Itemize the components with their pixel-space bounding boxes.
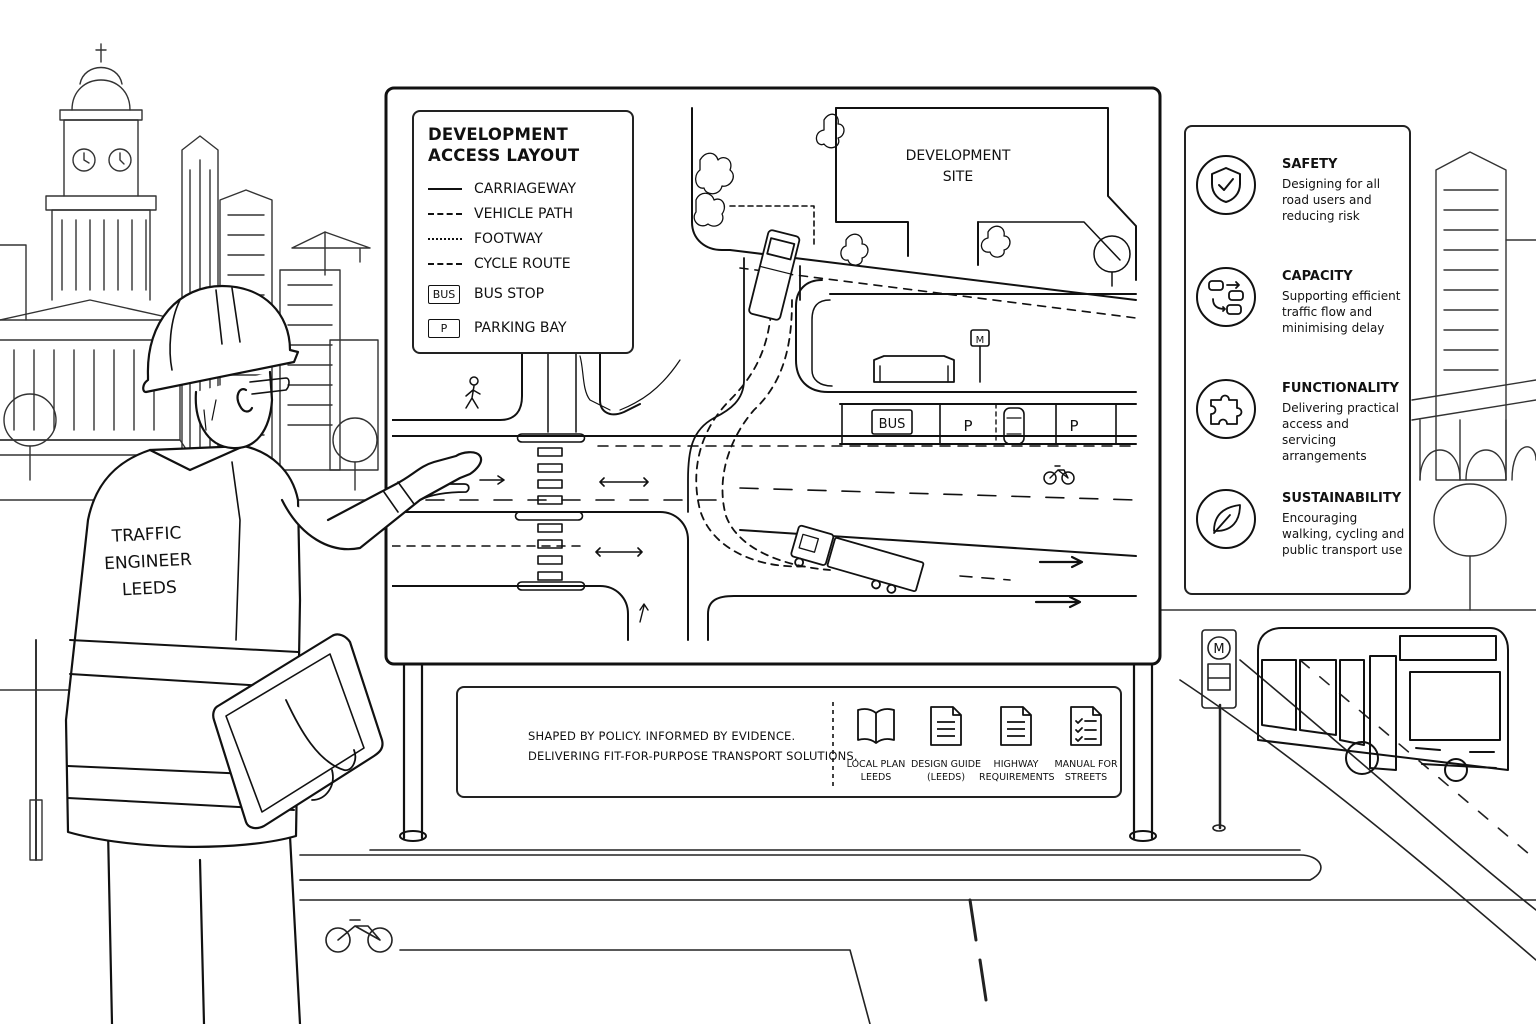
- principle-description: Designing for all road users and reducin…: [1282, 177, 1381, 223]
- reference-label-line1: DESIGN GUIDE: [910, 759, 982, 770]
- legend-item-label: FOOTWAY: [474, 230, 543, 247]
- reference-label-line1: LOCAL PLAN: [846, 759, 906, 770]
- dashed-line-icon: [428, 262, 462, 265]
- legend-item-label: PARKING BAY: [474, 320, 567, 336]
- shield-check-icon: [1196, 155, 1256, 215]
- map-metro-label: M: [976, 335, 985, 346]
- vest-line-3: LEEDS: [121, 577, 178, 601]
- tagline-line-2: DELIVERING FIT-FOR-PURPOSE TRANSPORT SOL…: [528, 749, 858, 763]
- principles-panel: SAFETY Designing for all road users and …: [1184, 125, 1411, 595]
- principle-title: CAPACITY: [1282, 269, 1353, 284]
- legend-item-vehicle-path: VEHICLE PATH: [428, 201, 618, 226]
- legend-title: DEVELOPMENT ACCESS LAYOUT: [428, 125, 580, 165]
- legend-item-parking-bay: P PARKING BAY: [428, 312, 618, 344]
- map-truck: [790, 524, 925, 594]
- footer-divider: [832, 702, 834, 786]
- legend-item-label: CARRIAGEWAY: [474, 180, 577, 197]
- legend-panel: DEVELOPMENT ACCESS LAYOUT CARRIAGEWAY VE…: [412, 110, 634, 354]
- reference-design-guide: DESIGN GUIDE (LEEDS): [909, 704, 983, 784]
- reference-label-line2: REQUIREMENTS: [979, 772, 1055, 783]
- reference-label: HIGHWAY REQUIREMENTS: [979, 758, 1055, 784]
- tagline-line-1: SHAPED BY POLICY. INFORMED BY EVIDENCE.: [528, 729, 796, 743]
- traffic-flow-icon: [1196, 267, 1256, 327]
- reference-label-line2: LEEDS: [860, 772, 892, 783]
- reference-label: DESIGN GUIDE (LEEDS): [909, 758, 983, 784]
- dotted-line-icon: [428, 237, 462, 240]
- principle-capacity: CAPACITY Supporting efficient traffic fl…: [1196, 267, 1408, 367]
- engineer-vest-text: TRAFFIC ENGINEER LEEDS: [94, 519, 202, 605]
- principle-title: SAFETY: [1282, 157, 1338, 172]
- traffic-engineer-figure: [64, 284, 483, 1026]
- open-book-icon: [857, 708, 895, 744]
- street-metro-sign-label: M: [1213, 642, 1224, 657]
- legend-item-bus-stop: BUS BUS STOP: [428, 278, 618, 310]
- legend-item-label: VEHICLE PATH: [474, 205, 574, 222]
- legend-item-footway: FOOTWAY: [428, 226, 618, 251]
- map-parking-label-2: P: [1069, 417, 1078, 435]
- checklist-icon: [1070, 706, 1102, 746]
- principle-title: FUNCTIONALITY: [1282, 381, 1399, 396]
- legend-item-label: BUS STOP: [474, 286, 545, 302]
- leaf-icon: [1196, 489, 1256, 549]
- vest-line-2: ENGINEER: [103, 549, 193, 575]
- principle-safety: SAFETY Designing for all road users and …: [1196, 155, 1408, 255]
- puzzle-icon: [1196, 379, 1256, 439]
- dashed-line-icon: [428, 212, 462, 215]
- policy-footer-panel: SHAPED BY POLICY. INFORMED BY EVIDENCE. …: [456, 686, 1122, 798]
- principle-description: Delivering practical access and servicin…: [1282, 401, 1399, 463]
- board-map: [392, 107, 1137, 641]
- document-icon: [1000, 706, 1032, 746]
- legend-item-cycle-route: CYCLE ROUTE: [428, 251, 618, 276]
- map-bus-bay-label: BUS: [879, 417, 906, 432]
- policy-tagline: SHAPED BY POLICY. INFORMED BY EVIDENCE. …: [528, 726, 858, 766]
- map-bus-top: [748, 229, 801, 321]
- reference-manual-for-streets: MANUAL FOR STREETS: [1049, 704, 1123, 784]
- principle-description: Supporting efficient traffic flow and mi…: [1282, 289, 1401, 335]
- reference-label: MANUAL FOR STREETS: [1049, 758, 1123, 784]
- reference-local-plan: LOCAL PLAN LEEDS: [839, 704, 913, 784]
- principle-description: Encouraging walking, cycling and public …: [1282, 511, 1405, 557]
- solid-line-icon: [428, 187, 462, 190]
- reference-label: LOCAL PLAN LEEDS: [839, 758, 913, 784]
- map-parking-label-1: P: [963, 417, 972, 435]
- reference-label-line1: MANUAL FOR: [1054, 759, 1118, 770]
- zebra-crossing: [514, 433, 586, 591]
- legend-item-carriageway: CARRIAGEWAY: [428, 176, 618, 201]
- reference-highway-requirements: HIGHWAY REQUIREMENTS: [979, 704, 1055, 784]
- parking-tag-icon: P: [428, 318, 460, 338]
- reference-label-line2: (LEEDS): [926, 772, 966, 783]
- legend-item-label: CYCLE ROUTE: [474, 255, 571, 272]
- bus-stop-tag-icon: BUS: [428, 284, 460, 304]
- principle-functionality: FUNCTIONALITY Delivering practical acces…: [1196, 379, 1408, 479]
- background-city-right: [1159, 151, 1536, 611]
- reference-label-line2: STREETS: [1064, 772, 1108, 783]
- principle-sustainability: SUSTAINABILITY Encouraging walking, cycl…: [1196, 489, 1408, 589]
- reference-label-line1: HIGHWAY: [993, 759, 1039, 770]
- street-bus: [1257, 627, 1509, 782]
- principle-title: SUSTAINABILITY: [1282, 491, 1402, 506]
- document-icon: [930, 706, 962, 746]
